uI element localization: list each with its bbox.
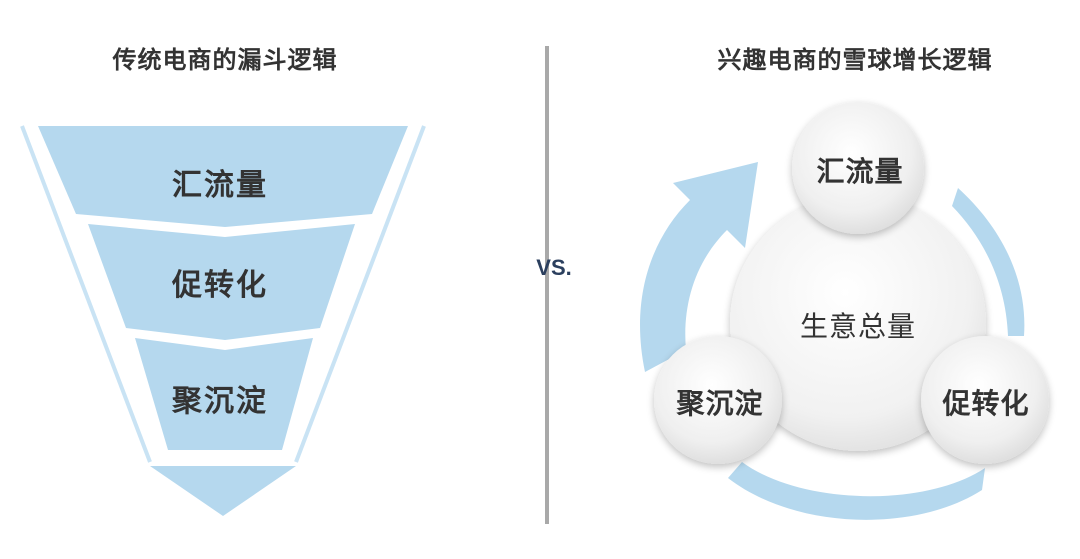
right-ball-label: 促转化	[942, 387, 1030, 420]
right-ball	[921, 336, 1049, 464]
funnel-stage-3: 聚沉淀	[172, 384, 268, 419]
cycle-arrow-left	[640, 162, 758, 372]
cycle-arc-bottom	[728, 462, 985, 520]
right-title: 兴趣电商的雪球增长逻辑	[717, 46, 993, 74]
funnel-segment-bottom	[135, 338, 313, 450]
funnel-outline-right	[294, 125, 426, 463]
funnel-stage-2: 促转化	[172, 268, 268, 303]
funnel-segment-middle	[88, 224, 355, 340]
cycle-arc-right	[952, 188, 1025, 336]
vs-label: VS.	[536, 255, 572, 280]
funnel-tip-arrow	[150, 466, 296, 516]
funnel-segment-top	[38, 126, 408, 227]
left-ball-label: 聚沉淀	[676, 387, 764, 420]
vertical-divider	[545, 46, 549, 524]
top-ball-label: 汇流量	[816, 155, 904, 188]
left-title: 传统电商的漏斗逻辑	[112, 46, 338, 74]
funnel-stage-1: 汇流量	[172, 168, 268, 203]
top-ball	[792, 102, 924, 234]
center-ball-label: 生意总量	[799, 310, 916, 343]
funnel-outline-left	[20, 125, 152, 463]
left-ball	[654, 336, 782, 464]
center-ball	[730, 195, 986, 451]
